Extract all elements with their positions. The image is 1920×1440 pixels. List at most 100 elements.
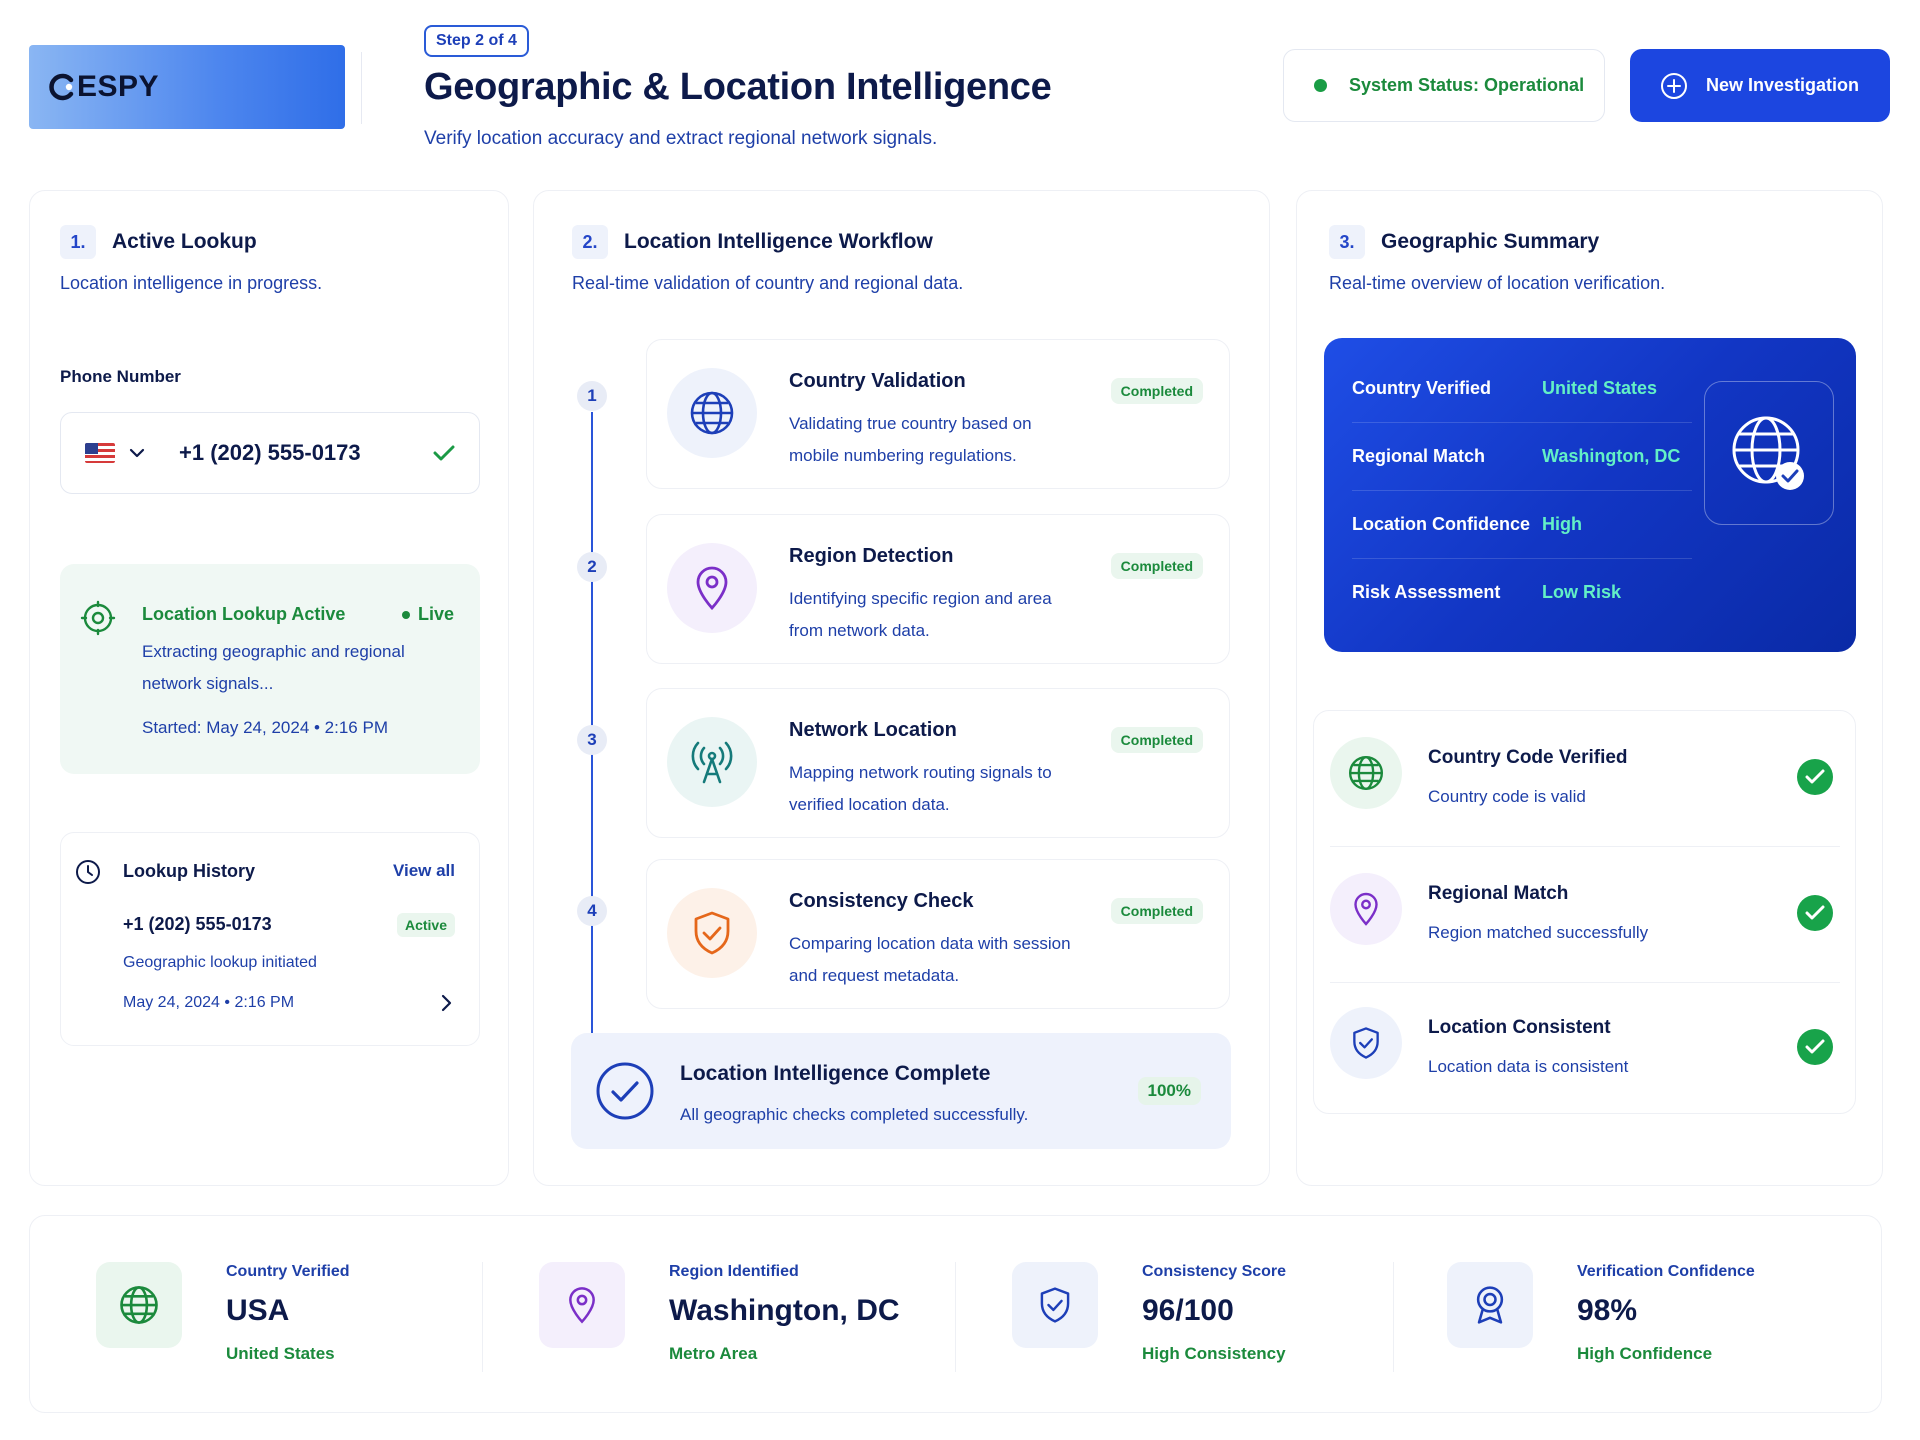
stat-subtext: High Consistency — [1142, 1344, 1286, 1363]
row-divider — [1352, 422, 1692, 423]
us-flag-icon[interactable] — [85, 443, 115, 463]
stat-divider — [955, 1262, 956, 1372]
page-subtitle: Verify location accuracy and extract reg… — [424, 128, 938, 149]
stat-subtext: High Confidence — [1577, 1344, 1713, 1363]
stat-value: 96/100 — [1142, 1294, 1234, 1327]
stat-value: 98% — [1577, 1294, 1638, 1327]
completed-badge: Completed — [1110, 898, 1203, 924]
step-description: Comparing location data with session and… — [789, 934, 1071, 985]
espy-logo[interactable]: ESPY — [29, 45, 345, 129]
live-indicator: Live — [401, 604, 454, 625]
phone-number-field[interactable]: +1 (202) 555-0173 — [60, 412, 480, 494]
history-phone-number[interactable]: +1 (202) 555-0173 — [123, 914, 272, 934]
stat-value: Washington, DC — [669, 1294, 900, 1327]
step-number: 3 — [577, 725, 607, 755]
summary-row: Risk Assessment Low Risk — [1352, 582, 1621, 603]
stats-bar: Country Verified USA United States Regio… — [29, 1215, 1882, 1413]
check-icon — [433, 445, 455, 461]
chevron-down-icon[interactable] — [129, 448, 145, 458]
summary-key: Regional Match — [1352, 446, 1486, 466]
phone-number-label: Phone Number — [60, 367, 181, 386]
row-divider — [1352, 558, 1692, 559]
step-number: 2 — [577, 552, 607, 582]
step-title: Network Location — [789, 719, 957, 741]
lookup-history-panel: Lookup History View all +1 (202) 555-017… — [60, 832, 480, 1046]
history-timestamp: May 24, 2024 • 2:16 PM — [123, 994, 295, 1011]
live-label: Live — [417, 604, 454, 624]
step-description: Identifying specific region and area fro… — [789, 589, 1052, 640]
logo-mark-icon — [49, 73, 74, 101]
stat-label: Verification Confidence — [1577, 1263, 1755, 1280]
stat-subtext: Metro Area — [669, 1344, 758, 1363]
status-dot-icon — [1314, 79, 1327, 92]
stat-label: Country Verified — [226, 1263, 350, 1280]
step-title: Consistency Check — [789, 890, 974, 912]
summary-value: Low Risk — [1542, 582, 1622, 602]
summary-heading: 3. Geographic Summary — [1329, 225, 1599, 259]
verification-checks-list: Country Code Verified Country code is va… — [1313, 710, 1856, 1114]
workflow-card: 2. Location Intelligence Workflow Real-t… — [533, 190, 1270, 1186]
section-number: 3. — [1329, 225, 1365, 259]
check-description: Country code is valid — [1428, 787, 1586, 806]
stat-divider — [482, 1262, 483, 1372]
active-panel-description: Extracting geographic and regional netwo… — [142, 642, 405, 693]
clock-icon — [76, 860, 100, 884]
phone-number-value[interactable]: +1 (202) 555-0173 — [179, 440, 361, 465]
summary-value: United States — [1542, 378, 1658, 398]
view-all-link[interactable]: View all — [392, 861, 455, 880]
globe-verified-icon — [1704, 381, 1834, 525]
complete-description: All geographic checks completed successf… — [680, 1105, 1029, 1124]
map-pin-icon — [539, 1262, 625, 1348]
summary-overview-panel: Country Verified United States Regional … — [1324, 338, 1856, 652]
globe-icon — [96, 1262, 182, 1348]
step-indicator: Step 2 of 4 — [424, 25, 529, 57]
check-title: Regional Match — [1428, 883, 1569, 904]
complete-percent-badge: 100% — [1137, 1077, 1201, 1105]
award-badge-icon — [1447, 1262, 1533, 1348]
completed-badge: Completed — [1110, 727, 1203, 753]
map-pin-icon — [667, 543, 757, 633]
stat-divider — [1393, 1262, 1394, 1372]
success-check-icon — [1797, 759, 1833, 795]
step-title: Country Validation — [789, 370, 966, 392]
summary-key: Risk Assessment — [1352, 582, 1501, 602]
completed-badge: Completed — [1110, 378, 1203, 404]
complete-title: Location Intelligence Complete — [680, 1062, 991, 1085]
check-description: Region matched successfully — [1428, 923, 1649, 942]
success-check-icon — [1797, 895, 1833, 931]
page-title: Geographic & Location Intelligence — [424, 66, 1052, 108]
location-lookup-active-panel: Location Lookup Active Live Extracting g… — [60, 564, 480, 774]
globe-icon — [1330, 737, 1402, 809]
row-divider — [1330, 846, 1840, 847]
shield-check-icon — [1330, 1007, 1402, 1079]
summary-key: Location Confidence — [1352, 514, 1531, 534]
logo-text: ESPY — [77, 70, 160, 103]
completed-badge: Completed — [1110, 553, 1203, 579]
workflow-step-region-detection[interactable]: Region Detection Identifying specific re… — [646, 514, 1230, 664]
row-divider — [1352, 490, 1692, 491]
workflow-step-country-validation[interactable]: Country Validation Validating true count… — [646, 339, 1230, 489]
new-investigation-button[interactable]: New Investigation — [1630, 49, 1890, 122]
section-subtitle: Real-time validation of country and regi… — [572, 273, 964, 293]
map-pin-icon — [1330, 873, 1402, 945]
stat-value: USA — [226, 1294, 290, 1327]
check-title: Country Code Verified — [1428, 747, 1628, 768]
workflow-step-network-location[interactable]: Network Location Mapping network routing… — [646, 688, 1230, 838]
check-country-code: Country Code Verified Country code is va… — [1314, 711, 1857, 845]
antenna-icon — [667, 717, 757, 807]
check-regional-match: Regional Match Region matched successful… — [1314, 847, 1857, 981]
section-number: 2. — [572, 225, 608, 259]
intelligence-complete-banner: Location Intelligence Complete All geogr… — [571, 1033, 1231, 1149]
shield-check-icon — [1012, 1262, 1098, 1348]
summary-row: Regional Match Washington, DC — [1352, 446, 1680, 467]
step-description: Validating true country based on mobile … — [789, 414, 1032, 465]
success-check-icon — [1797, 1029, 1833, 1065]
section-subtitle: Real-time overview of location verificat… — [1329, 273, 1666, 293]
live-dot-icon — [401, 610, 410, 619]
summary-row: Country Verified United States — [1352, 378, 1657, 399]
summary-value: Washington, DC — [1542, 446, 1681, 466]
workflow-step-consistency-check[interactable]: Consistency Check Comparing location dat… — [646, 859, 1230, 1009]
chevron-right-icon[interactable] — [441, 994, 453, 1012]
history-status-badge: Active — [396, 913, 455, 937]
summary-value: High — [1542, 514, 1582, 534]
